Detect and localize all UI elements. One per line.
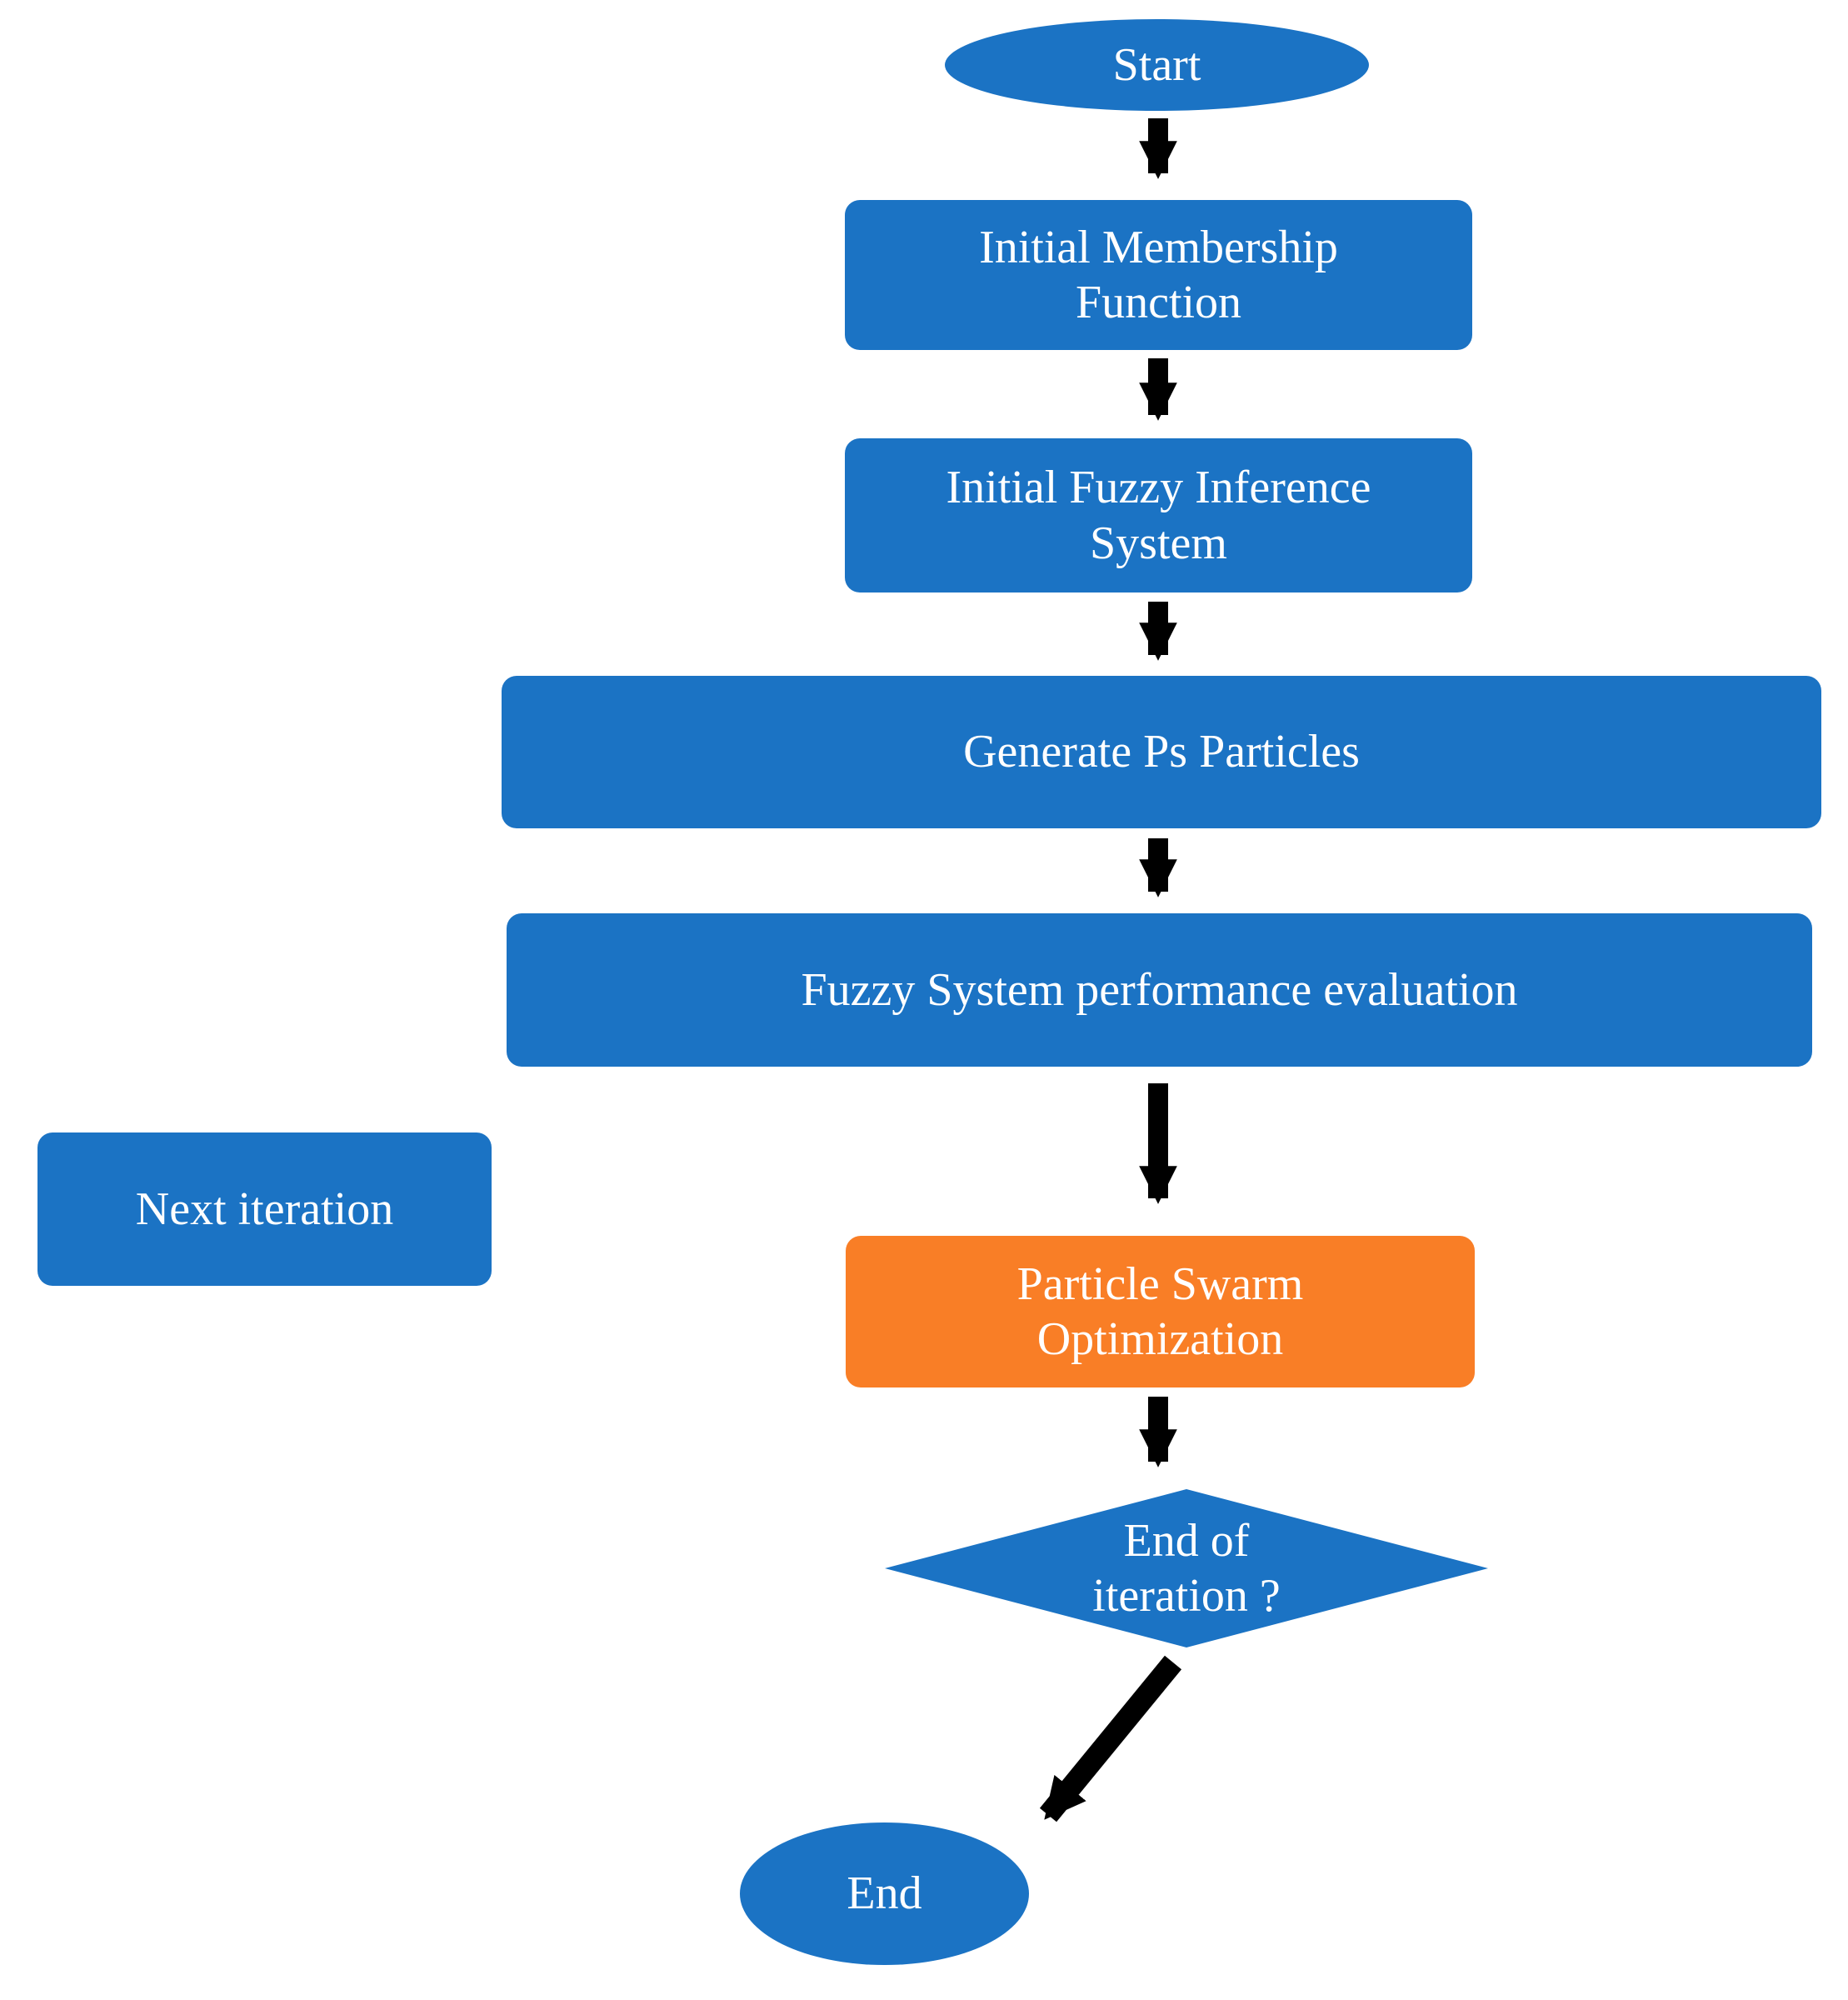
node-label-line: iteration ? [1092,1570,1281,1622]
start-node-label: Start [1112,38,1201,91]
node-label-line: System [1090,517,1227,569]
particle-swarm-optimization-node: Particle Swarm Optimization [846,1236,1475,1388]
start-node: Start [945,19,1369,111]
end-node-label: End [847,1868,922,1920]
next-iteration-label-box: Next iteration [37,1132,492,1286]
initial-membership-function-node: Initial Membership Function [845,200,1472,350]
generate-ps-particles-node: Generate Ps Particles [502,676,1821,828]
end-node: End [740,1822,1029,1965]
node-label-line: Initial Membership [979,221,1338,273]
fuzzy-system-performance-evaluation-node: Fuzzy System performance evaluation [507,913,1812,1067]
node-label-line: Next iteration [135,1182,394,1235]
node-label-line: Particle Swarm [1016,1258,1304,1310]
node-label-line: Generate Ps Particles [963,726,1360,778]
node-label-line: End of [1123,1514,1250,1567]
arrow-decision-to-end [1039,1655,1182,1822]
end-of-iteration-decision-node: End of iteration ? [885,1489,1488,1648]
node-label-line: Optimization [1036,1313,1284,1365]
node-label-line: Fuzzy System performance evaluation [801,963,1518,1016]
node-label-line: Initial Fuzzy Inference [946,462,1371,514]
node-label-line: Function [1075,277,1242,328]
initial-fuzzy-inference-system-node: Initial Fuzzy Inference System [845,438,1472,592]
